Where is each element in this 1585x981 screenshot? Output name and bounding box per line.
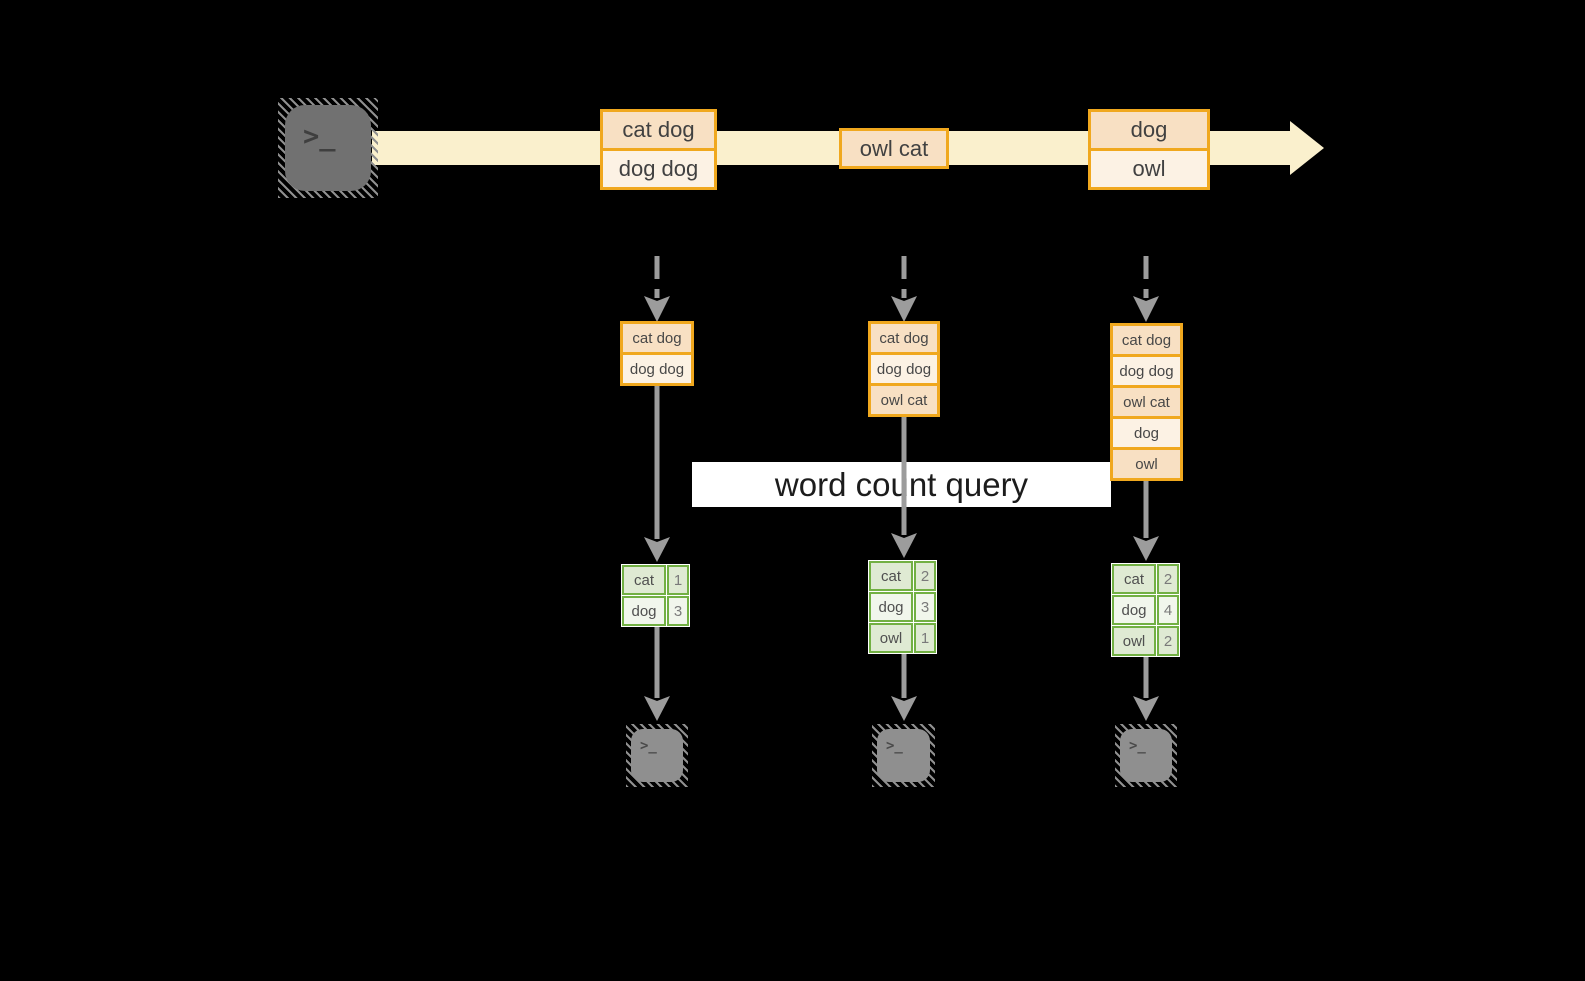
down-arrow [891,654,917,721]
stream-buffer-stack-1: cat dog dog dog [620,321,694,386]
output-terminal-icon-2: >_ [872,724,935,787]
timeline-event-group-1: cat dog dog dog [600,109,717,190]
event-box: owl cat [842,131,946,166]
count-word: dog [1112,595,1156,625]
count-value: 3 [667,596,689,626]
terminal-prompt-glyph: >_ [1120,729,1172,782]
count-value: 4 [1157,595,1179,625]
count-value: 1 [914,623,936,653]
stream-row: cat dog [1113,326,1180,354]
stream-row: owl cat [871,383,937,414]
terminal-prompt-glyph: >_ [631,729,683,782]
source-terminal-icon: >_ [278,98,378,198]
count-word: cat [869,561,913,591]
down-arrow [644,384,670,562]
count-word: dog [622,596,666,626]
count-value: 3 [914,592,936,622]
dashed-down-arrow [891,256,917,322]
count-value: 2 [914,561,936,591]
stream-row: dog dog [1113,354,1180,385]
down-arrow [1133,655,1159,721]
stream-row: owl cat [1113,385,1180,416]
count-word: cat [622,565,666,595]
down-arrow [644,627,670,721]
terminal-prompt-glyph: >_ [285,105,371,191]
event-box: dog [1091,112,1207,148]
count-table-1: cat 1 dog 3 [621,564,690,627]
stream-buffer-stack-3: cat dog dog dog owl cat dog owl [1110,323,1183,481]
count-word: cat [1112,564,1156,594]
timeline-event-group-2: owl cat [839,128,949,169]
event-box: owl [1091,148,1207,187]
down-arrow [1133,481,1159,561]
count-value: 2 [1157,626,1179,656]
output-terminal-icon-1: >_ [626,724,688,787]
down-arrow [891,417,917,558]
event-box: cat dog [603,112,714,148]
count-value: 1 [667,565,689,595]
stream-row: dog dog [623,352,691,383]
event-box: dog dog [603,148,714,187]
timeline-event-group-3: dog owl [1088,109,1210,190]
stream-row: dog [1113,416,1180,447]
count-word: owl [1112,626,1156,656]
output-terminal-icon-3: >_ [1115,724,1177,787]
stream-row: cat dog [623,324,691,352]
count-word: dog [869,592,913,622]
count-value: 2 [1157,564,1179,594]
terminal-prompt-glyph: >_ [877,729,930,782]
stream-row: cat dog [871,324,937,352]
stream-arrowhead-icon [1290,121,1324,175]
count-word: owl [869,623,913,653]
dashed-down-arrow [644,256,670,322]
stream-row: dog dog [871,352,937,383]
stream-buffer-stack-2: cat dog dog dog owl cat [868,321,940,417]
stream-row: owl [1113,447,1180,478]
count-table-3: cat 2 dog 4 owl 2 [1111,563,1180,657]
dashed-down-arrow [1133,256,1159,322]
count-table-2: cat 2 dog 3 owl 1 [868,560,937,654]
